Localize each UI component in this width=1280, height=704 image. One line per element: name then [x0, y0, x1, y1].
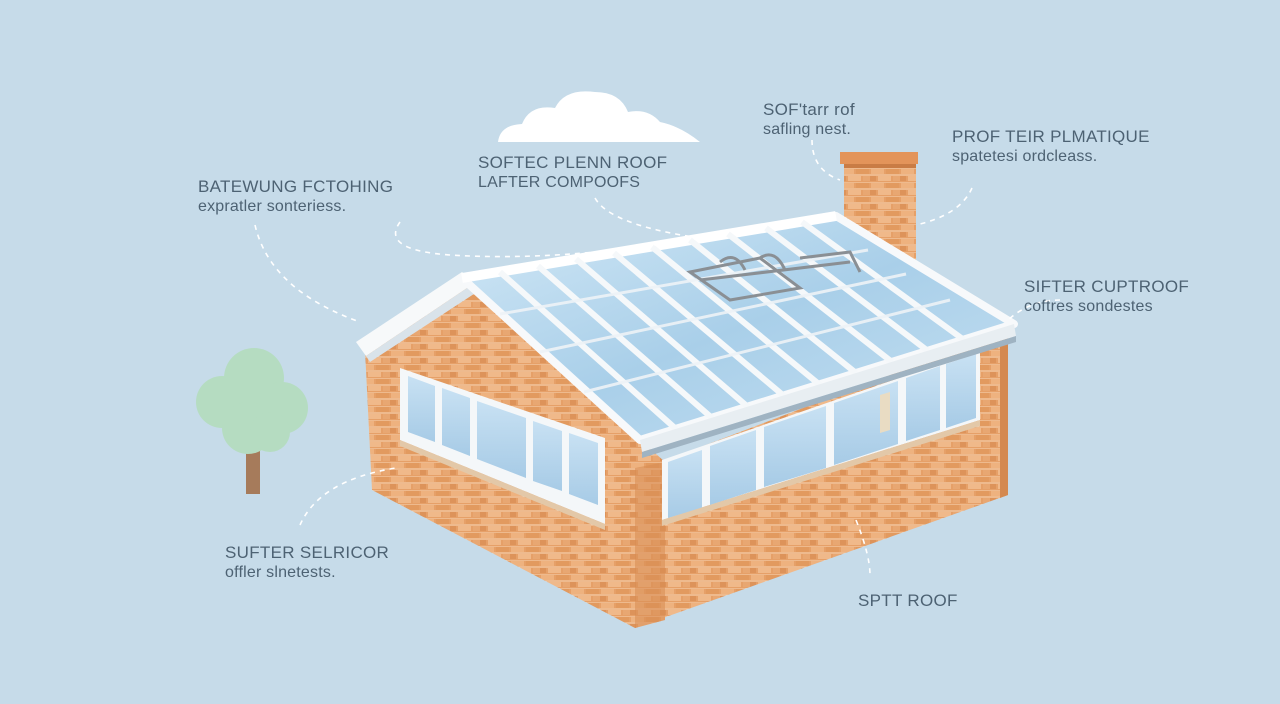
window-band-right [662, 350, 980, 526]
callout-title: SUFTER SELRICOR [225, 543, 390, 562]
tree-icon [196, 348, 308, 494]
leader-lines [254, 139, 1061, 576]
callout-title: SIFTER CUPTROOF [1024, 277, 1190, 296]
callout-subtitle: offler slnetests. [225, 564, 336, 582]
callout-title: SOFTEC PLENN ROOF [478, 153, 668, 172]
callout-title: SPTT ROOF [858, 591, 958, 610]
glass-roof [458, 211, 1018, 458]
callout-title: PROF TEIR PLMATIQUE [952, 127, 1150, 146]
callout-softec: SOFTEC PLENN ROOF LAFTER COMPOOFS [478, 152, 667, 193]
callout-subtitle: coftres sondestes [1024, 298, 1153, 316]
callout-title: BATEWUNG FCTOHING [198, 177, 394, 196]
callout-sufter: SUFTER SELRICOR offler slnetests. [225, 542, 389, 583]
callout-sifter: SIFTER CUPTROOF coftres sondestes [1024, 276, 1189, 317]
callout-subtitle: safling nest. [763, 121, 851, 139]
callout-softarr: SOF'tarr rof safling nest. [763, 99, 855, 140]
callout-subtitle: expratler sonteriess. [198, 198, 347, 216]
callout-title: SOF'tarr rof [763, 100, 855, 119]
callout-subtitle: LAFTER COMPOOFS [478, 174, 641, 192]
cloud-icon [498, 91, 700, 142]
gable-fascia [356, 272, 480, 362]
callout-prof-teir: PROF TEIR PLMATIQUE spatetesi ordcleass. [952, 126, 1150, 167]
callout-sptt-roof: SPTT ROOF [858, 590, 958, 611]
callout-batewung: BATEWUNG FCTOHING expratler sonteriess. [198, 176, 393, 217]
callout-subtitle: spatetesi ordcleass. [952, 148, 1098, 166]
roof-vent-icon [686, 250, 862, 302]
window-band-left [400, 368, 605, 530]
